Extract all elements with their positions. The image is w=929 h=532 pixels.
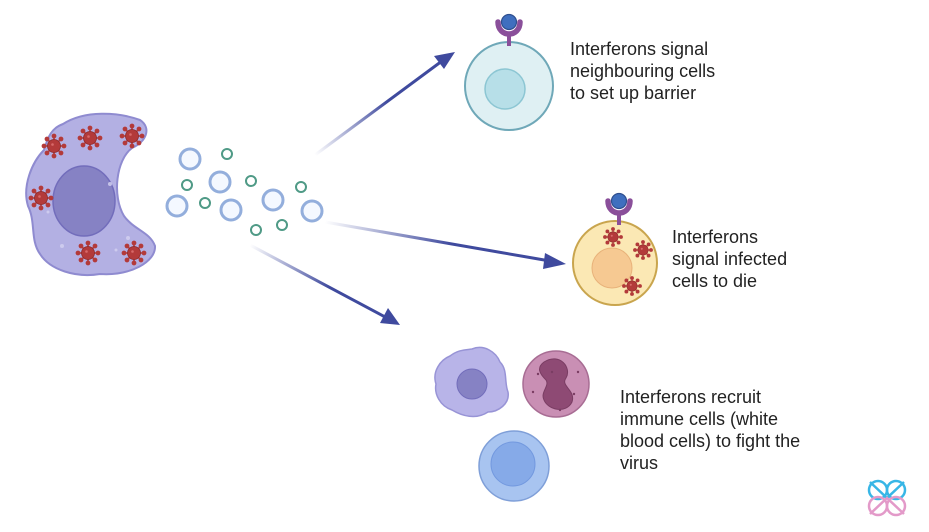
virus-icon bbox=[77, 125, 103, 151]
virus-icon bbox=[622, 276, 642, 296]
caption-neighbour-barrier: Interferons signal neighbouring cells to… bbox=[570, 39, 716, 103]
caption-infected-cells-die: Interferons signal infected cells to die bbox=[672, 227, 788, 291]
infected-cell-icon bbox=[25, 112, 157, 276]
virus-icon bbox=[75, 240, 101, 266]
virus-icon bbox=[121, 240, 147, 266]
virus-icon bbox=[28, 185, 54, 211]
neighbour-cell-icon bbox=[464, 41, 554, 131]
lymphocyte-icon bbox=[478, 430, 550, 502]
logo-icon bbox=[867, 479, 907, 517]
neutrophil-icon bbox=[522, 350, 590, 418]
caption-recruit-immune-cells: Interferons recruit immune cells (white … bbox=[620, 387, 801, 473]
virus-icon bbox=[603, 227, 623, 247]
arrow-to-immune-cells bbox=[249, 243, 400, 325]
virus-icon bbox=[41, 133, 67, 159]
interferon-icon bbox=[181, 148, 307, 236]
interferon-icon bbox=[165, 147, 324, 223]
virus-icon bbox=[633, 240, 653, 260]
monocyte-icon bbox=[434, 346, 509, 418]
arrow-to-neighbour-cell bbox=[314, 52, 455, 157]
receptor-icon bbox=[498, 15, 520, 47]
virus-icon bbox=[119, 123, 145, 149]
arrow-to-infected-cell bbox=[324, 220, 566, 269]
